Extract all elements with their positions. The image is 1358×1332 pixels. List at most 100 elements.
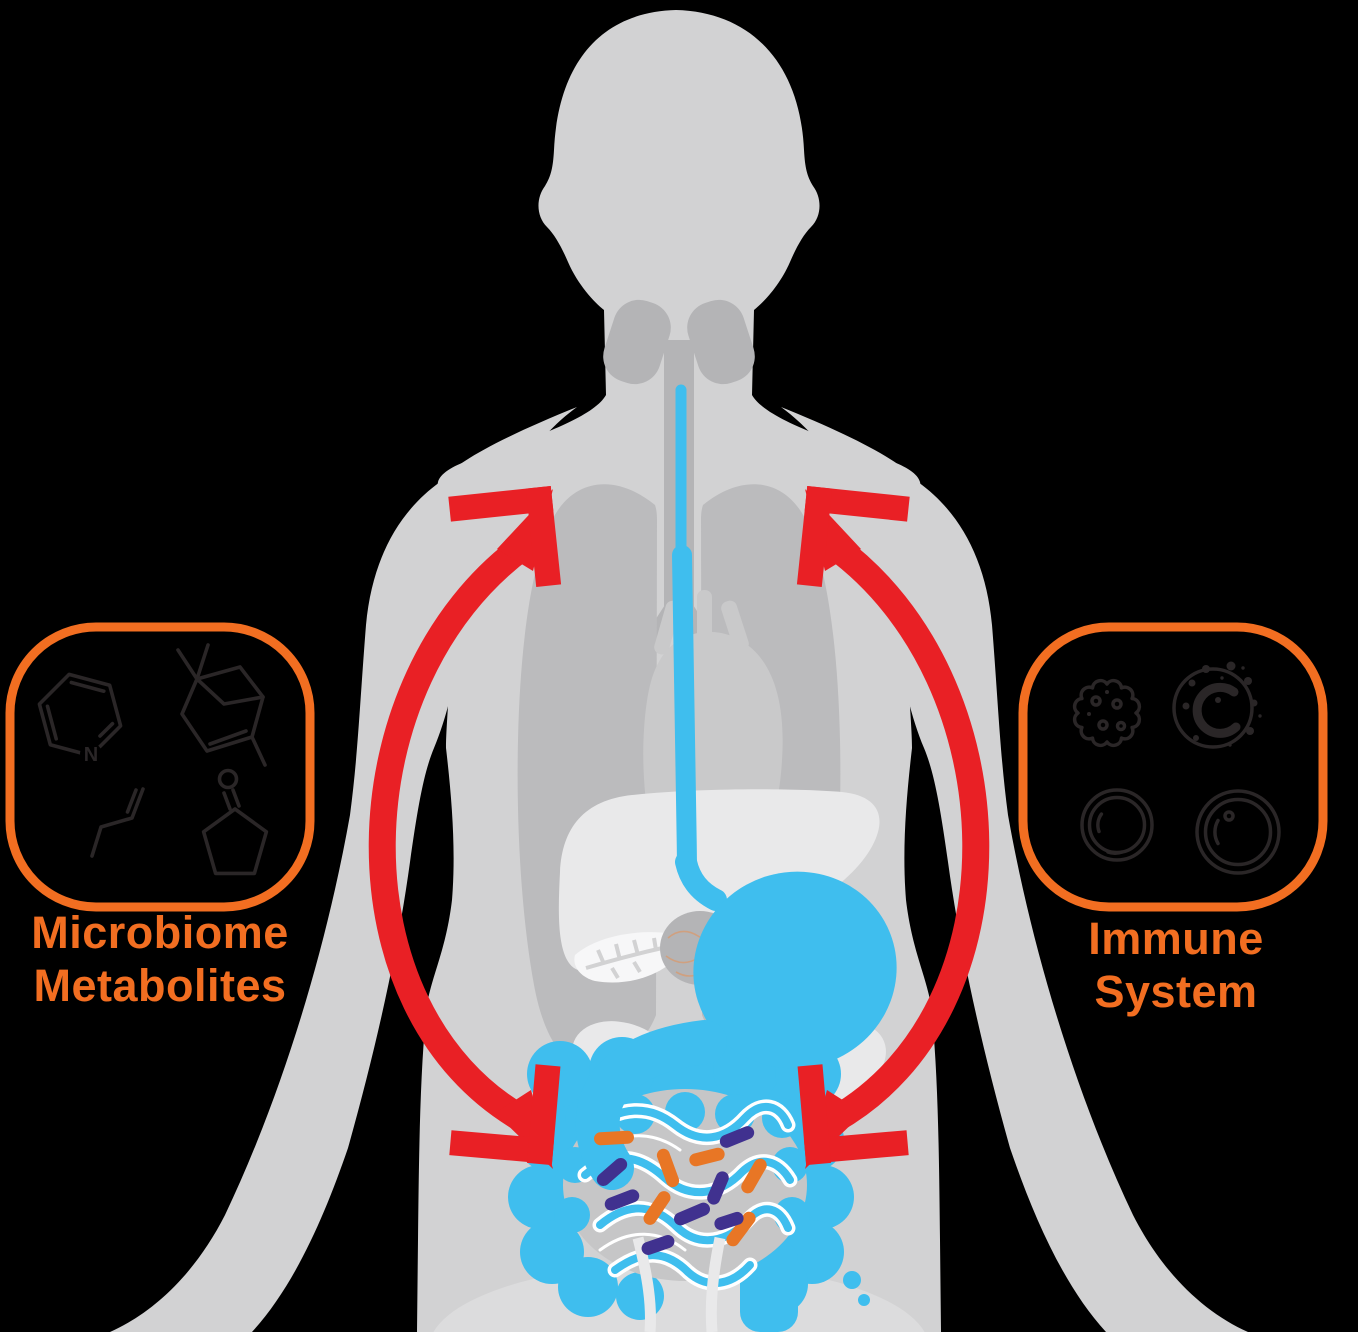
- granule: [1090, 695, 1102, 707]
- colon-drip: [858, 1294, 870, 1306]
- esophagus-lower: [672, 545, 697, 876]
- granule: [1244, 677, 1252, 685]
- intestine-tube: [586, 1102, 792, 1142]
- orange-bacterium-icon: [656, 1148, 680, 1188]
- microbiome-label-line1: Microbiome: [31, 907, 289, 958]
- granule: [1202, 665, 1210, 673]
- liver: [558, 789, 880, 973]
- double-bond: [125, 788, 138, 814]
- double-bond: [222, 791, 232, 811]
- nucleolus: [1223, 810, 1235, 822]
- nucleus: [1203, 797, 1273, 867]
- immune-label-line1: Immune: [1088, 913, 1264, 964]
- double-bond: [45, 704, 59, 741]
- stomach-body: [693, 871, 897, 1069]
- large-lymphocyte-cell-icon: [1195, 789, 1281, 875]
- microbiome-metabolites-label: Microbiome Metabolites: [0, 906, 320, 1012]
- immune-box-border: [1018, 622, 1328, 912]
- atom-mask: [80, 743, 102, 765]
- immune-system-box: [1018, 622, 1328, 912]
- methyl-stub: [250, 735, 267, 767]
- cecum: [558, 1257, 618, 1317]
- microbiome-metabolites-box: N: [5, 622, 315, 912]
- colon-haustra: [616, 1272, 664, 1320]
- methyl-stub: [195, 643, 210, 681]
- terpene-bridge: [195, 677, 265, 706]
- cell-membrane: [1080, 788, 1154, 862]
- arrow-shaft: [368, 535, 532, 1132]
- arrow-head-top: [448, 485, 562, 588]
- granule: [1087, 712, 1091, 716]
- granule: [1228, 743, 1232, 747]
- orange-bacterium-icon: [726, 1211, 756, 1247]
- small-lymphocyte-cell-icon: [1080, 788, 1154, 862]
- granule: [1250, 699, 1258, 707]
- double-bond: [208, 729, 248, 746]
- purple-bacterium-icon: [719, 1126, 755, 1148]
- granule: [1258, 714, 1262, 718]
- cell-membrane: [1172, 667, 1254, 749]
- double-bond: [231, 788, 241, 808]
- scalloped-membrane: [1072, 678, 1142, 748]
- purple-bacterium-icon: [596, 1157, 628, 1187]
- orange-bacterium-icon: [643, 1191, 671, 1225]
- granule: [1111, 698, 1123, 710]
- arrow-head-bar: [526, 1064, 561, 1166]
- thyroid-right-lobe: [687, 299, 755, 385]
- immune-system-label: Immune System: [1016, 912, 1336, 1018]
- nitrogen-atom-label: N: [84, 744, 98, 766]
- granule: [1097, 719, 1109, 731]
- purple-bacterium-icon: [641, 1235, 675, 1255]
- immune-label-line2: System: [1094, 966, 1258, 1017]
- red-arrow-left: [368, 485, 562, 1169]
- double-bond: [69, 680, 106, 694]
- intestine-tube: [596, 1204, 792, 1245]
- phagocyte-cell-icon: [1172, 661, 1262, 749]
- granule: [1220, 676, 1224, 680]
- methyl-stub: [176, 648, 199, 681]
- granule: [1188, 679, 1196, 687]
- left-arm-silhouette: [110, 407, 577, 1332]
- double-bond: [98, 721, 115, 738]
- horseshoe-nucleus: [1192, 682, 1241, 738]
- carbon-chain: [90, 787, 145, 858]
- gut-bacteria-group: [594, 1126, 767, 1255]
- esophagus-and-stomach: [575, 384, 897, 1190]
- arrow-head-bar: [525, 485, 562, 588]
- granular-round-cell-icon: [1072, 678, 1142, 748]
- granule: [1193, 735, 1199, 741]
- granule: [1226, 661, 1236, 671]
- purple-bacterium-icon: [673, 1202, 711, 1226]
- purple-bacterium-icon: [707, 1171, 729, 1205]
- orange-bacterium-icon: [594, 1130, 634, 1146]
- granule: [1115, 720, 1127, 732]
- purple-bacterium-icon: [604, 1189, 640, 1211]
- cyclopentane-ring: [201, 807, 269, 876]
- pancreas-veins: [585, 937, 683, 980]
- nucleus-detail: [1213, 818, 1220, 846]
- granule: [1241, 666, 1245, 670]
- granule: [1246, 727, 1254, 735]
- heart-vessel: [721, 600, 749, 652]
- orange-bacterium-icon: [689, 1147, 725, 1167]
- arrow-head-bottom: [449, 1064, 561, 1166]
- thyroid-left-lobe: [603, 299, 671, 385]
- purple-bacterium-icon: [714, 1211, 744, 1231]
- pelvic-band-left: [632, 1236, 656, 1332]
- granule: [1105, 690, 1109, 694]
- cell-membrane: [1195, 789, 1281, 875]
- pyridine-ring-molecule-icon: N: [37, 672, 123, 766]
- pelvic-band-right: [705, 1236, 726, 1332]
- nucleus-detail: [1096, 812, 1104, 834]
- colon-drip: [843, 1271, 861, 1289]
- butene-chain-molecule-icon: [90, 787, 145, 858]
- membrane-detail: [1106, 850, 1124, 856]
- microbiome-label-line2: Metabolites: [33, 960, 287, 1011]
- cardia: [675, 851, 727, 911]
- cyclopentanone-molecule-icon: [201, 768, 269, 876]
- granule: [1215, 697, 1221, 703]
- pelvic-bands: [632, 1236, 726, 1332]
- pylorus-duodenum: [575, 1020, 727, 1190]
